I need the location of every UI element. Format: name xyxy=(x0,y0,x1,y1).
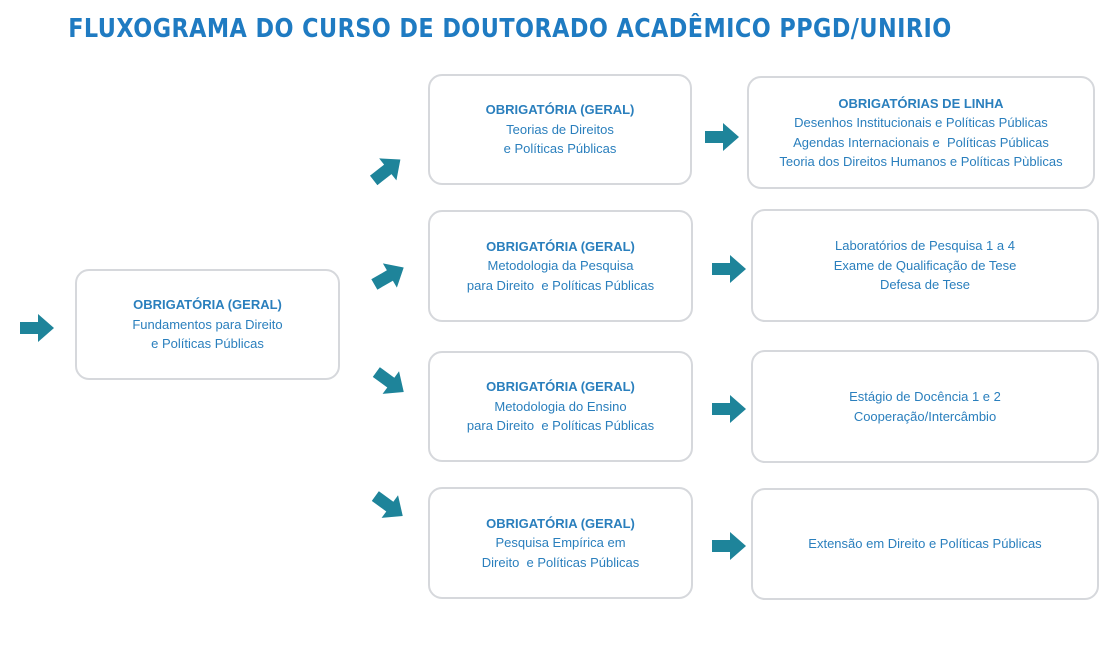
row2-arrow-icon xyxy=(712,255,746,283)
row1-arrow-icon xyxy=(705,123,739,151)
node-metodologia-pesquisa-line-1: Metodologia da Pesquisa xyxy=(487,258,634,274)
node-metodologia-pesquisa-line-2: para Direito e Políticas Públicas xyxy=(466,277,655,293)
node-teorias-line-1: Teorias de Direitos xyxy=(506,121,614,137)
branch-arrow-down-near-icon xyxy=(368,361,412,404)
node-estagio-line-2: Cooperação/Intercâmbio xyxy=(853,408,997,424)
node-metodologia-pesquisa-head: OBRIGATÓRIA (GERAL) xyxy=(486,238,635,254)
branch-arrow-up-near-icon xyxy=(367,255,410,296)
node-extensao-line-1: Extensão em Direito e Políticas Públicas xyxy=(808,536,1042,552)
node-fundamentos-line-2: e Políticas Públicas xyxy=(151,336,264,352)
node-metodologia-pesquisa: OBRIGATÓRIA (GERAL) Metodologia da Pesqu… xyxy=(428,210,693,322)
node-pesquisa-empirica: OBRIGATÓRIA (GERAL) Pesquisa Empírica em… xyxy=(428,487,693,599)
node-linha-line-1: Desenhos Institucionais e Políticas Públ… xyxy=(794,115,1048,130)
node-linha-line-2: Agendas Internacionais e Políticas Públi… xyxy=(793,134,1049,150)
node-metodologia-ensino-line-1: Metodologia do Ensino xyxy=(494,398,627,414)
branch-arrow-down-far-icon xyxy=(367,485,411,528)
node-teorias: OBRIGATÓRIA (GERAL) Teorias de Direitos … xyxy=(428,74,692,185)
node-estagio: Estágio de Docência 1 e 2 Cooperação/Int… xyxy=(751,350,1099,463)
node-laboratorios: Laboratórios de Pesquisa 1 a 4 Exame de … xyxy=(751,209,1099,322)
node-teorias-head: OBRIGATÓRIA (GERAL) xyxy=(485,102,635,118)
node-laboratorios-line-2: Exame de Qualificação de Tese xyxy=(833,257,1017,273)
node-metodologia-ensino-head: OBRIGATÓRIA (GERAL) xyxy=(486,379,635,395)
node-fundamentos: OBRIGATÓRIA (GERAL) Fundamentos para Dir… xyxy=(75,269,340,380)
node-estagio-line-1: Estágio de Docência 1 e 2 xyxy=(849,389,1001,404)
page-title: FLUXOGRAMA DO CURSO DE DOUTORADO ACADÊMI… xyxy=(68,14,952,44)
node-fundamentos-line-1: Fundamentos para Direito xyxy=(132,316,283,332)
branch-arrow-up-far-icon xyxy=(365,149,409,192)
node-laboratorios-line-1: Laboratórios de Pesquisa 1 a 4 xyxy=(835,238,1015,254)
node-pesquisa-empirica-head: OBRIGATÓRIA (GERAL) xyxy=(486,515,635,531)
entry-arrow-icon xyxy=(20,314,54,342)
node-metodologia-ensino: OBRIGATÓRIA (GERAL) Metodologia do Ensin… xyxy=(428,351,693,462)
row4-arrow-icon xyxy=(712,532,746,560)
node-teorias-line-2: e Políticas Públicas xyxy=(503,141,617,157)
node-pesquisa-empirica-line-2: Direito e Políticas Públicas xyxy=(481,554,640,570)
node-metodologia-ensino-line-2: para Direito e Políticas Públicas xyxy=(466,418,655,434)
node-linha: OBRIGATÓRIAS DE LINHA Desenhos Instituci… xyxy=(747,76,1095,189)
node-laboratorios-line-3: Defesa de Tese xyxy=(879,277,971,293)
node-fundamentos-head: OBRIGATÓRIA (GERAL) xyxy=(133,297,282,313)
row3-arrow-icon xyxy=(712,395,746,423)
node-extensao: Extensão em Direito e Políticas Públicas xyxy=(751,488,1099,600)
node-linha-head: OBRIGATÓRIAS DE LINHA xyxy=(838,95,1004,111)
node-pesquisa-empirica-line-1: Pesquisa Empírica em xyxy=(495,535,626,551)
node-linha-line-3: Teoria dos Direitos Humanos e Políticas … xyxy=(779,154,1063,169)
